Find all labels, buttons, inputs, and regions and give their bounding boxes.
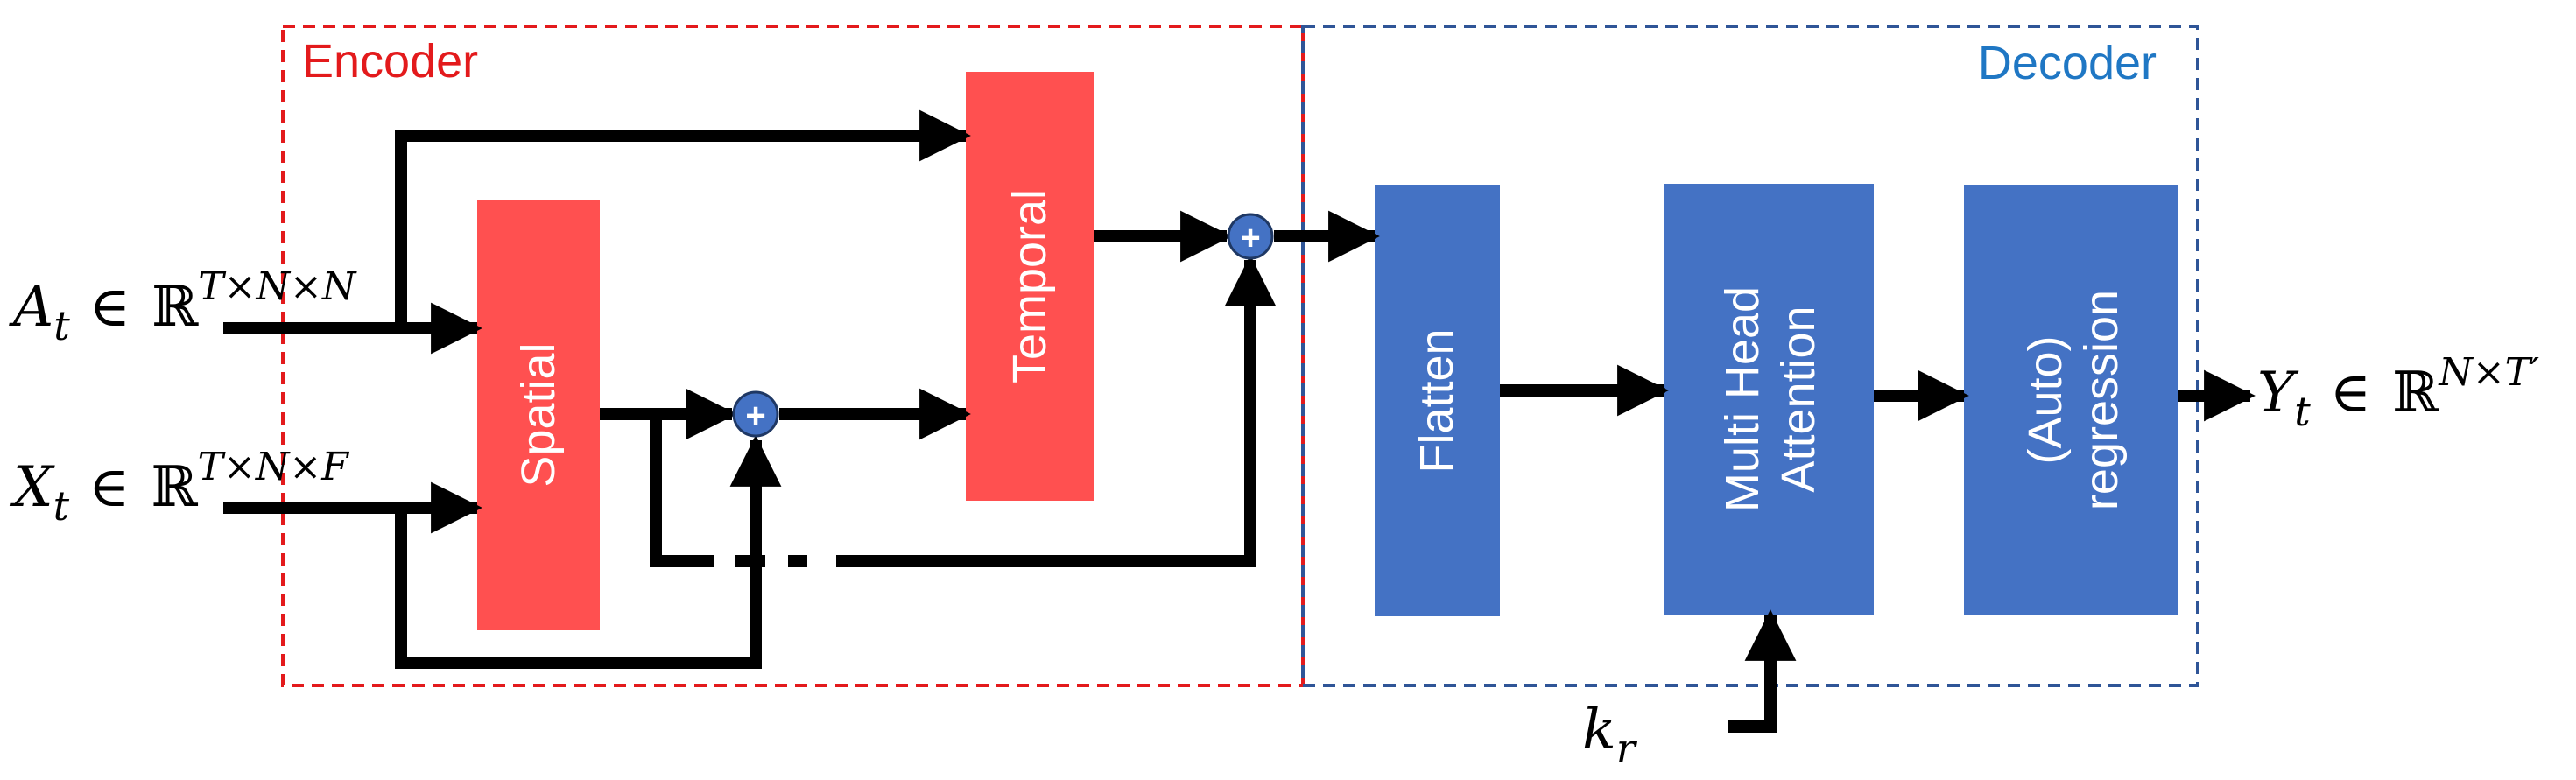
sum-node-1: + bbox=[732, 390, 779, 438]
decoder-title: Decoder bbox=[1978, 37, 2157, 89]
skip-path-part2 bbox=[836, 255, 1277, 567]
flatten-block bbox=[1375, 185, 1500, 616]
spatial-label: Spatial bbox=[512, 342, 565, 487]
regression-block bbox=[1964, 185, 2178, 615]
regression-label-line2: regression bbox=[2075, 290, 2128, 510]
input-k-label: kr bbox=[1582, 698, 1638, 772]
svg-text:+: + bbox=[745, 397, 765, 435]
svg-text:+: + bbox=[1240, 219, 1260, 257]
connectors bbox=[223, 109, 2256, 733]
attention-label-line2: Attention bbox=[1772, 306, 1825, 492]
flatten-label: Flatten bbox=[1411, 328, 1463, 473]
attention-block bbox=[1664, 184, 1874, 615]
input-a-label: At∈ℝT×N×N bbox=[9, 264, 357, 349]
encoder-frame bbox=[281, 25, 1305, 687]
skip-path-part1 bbox=[650, 414, 714, 567]
arrow-a-to-temporal bbox=[395, 109, 971, 328]
sum-node-2: + bbox=[1227, 213, 1274, 260]
regression-label-line1: (Auto) bbox=[2019, 335, 2072, 464]
attention-label-line1: Multi Head bbox=[1716, 286, 1769, 512]
encoder-title: Encoder bbox=[302, 35, 478, 88]
temporal-label: Temporal bbox=[1003, 189, 1056, 383]
decoder-frame bbox=[1301, 25, 2199, 687]
skip-path-dashes bbox=[735, 555, 807, 567]
spatial-block bbox=[477, 200, 600, 630]
input-x-label: Xt∈ℝT×N×F bbox=[9, 445, 349, 530]
arrow-kr-to-attention bbox=[1728, 609, 1797, 733]
arrow-x-to-sum1 bbox=[395, 435, 782, 669]
output-y-label: Yt∈ℝN×T′ bbox=[2257, 350, 2539, 435]
temporal-block bbox=[966, 72, 1094, 501]
